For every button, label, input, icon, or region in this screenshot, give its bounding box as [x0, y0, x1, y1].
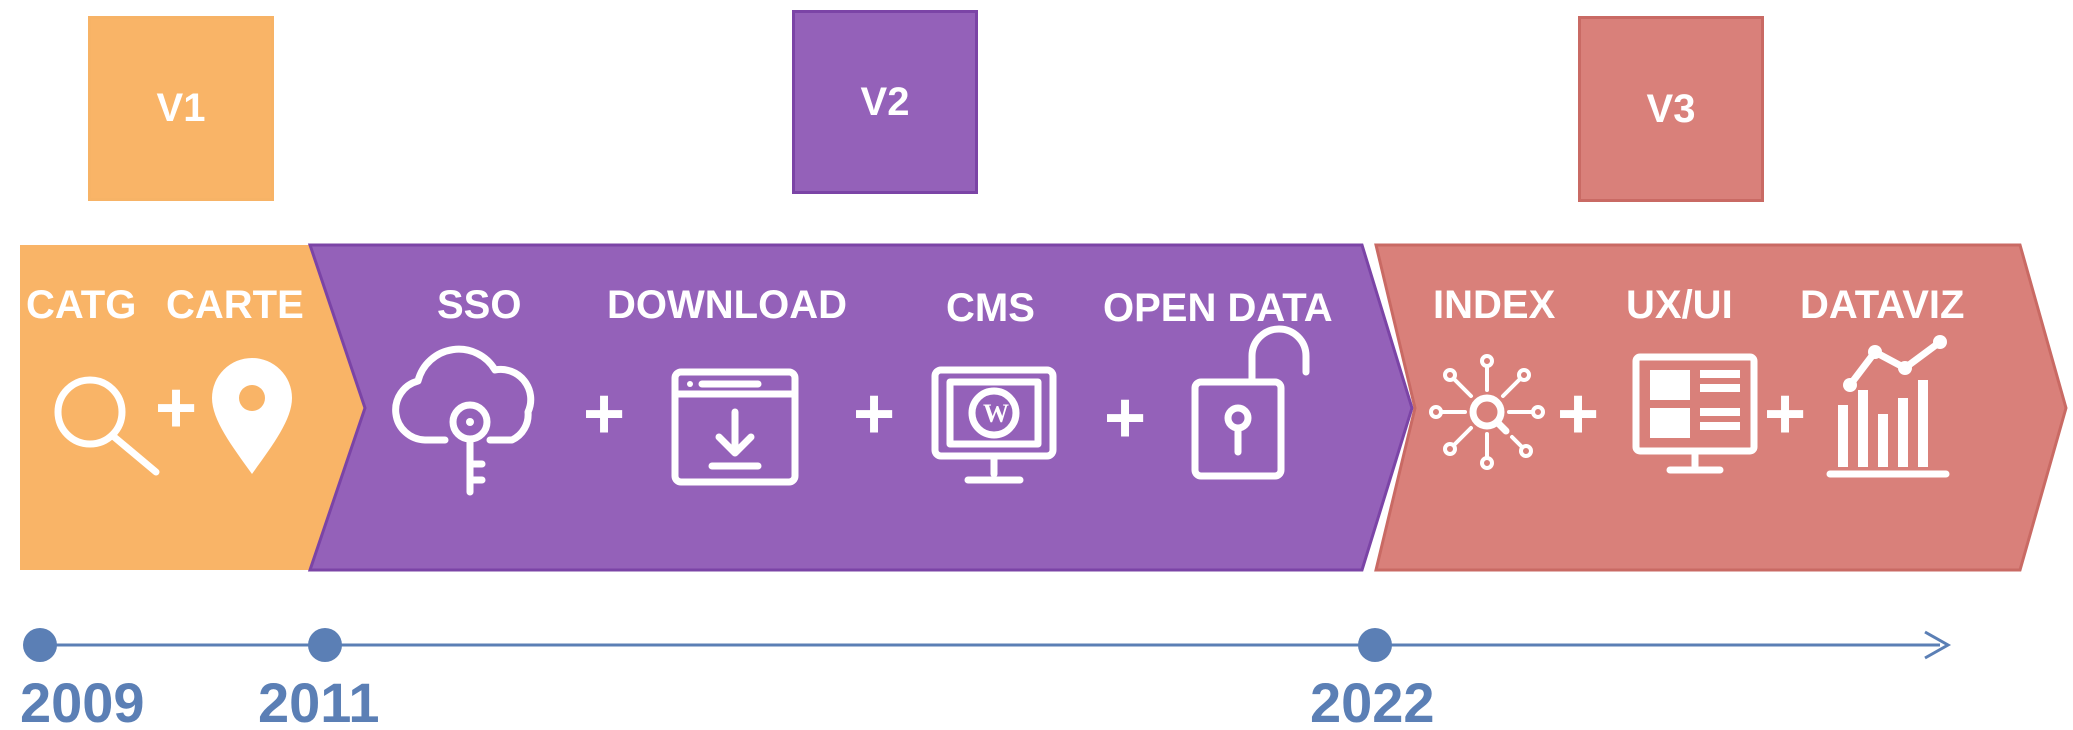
- plus-sign: +: [155, 368, 197, 448]
- version-box-v1: V1: [88, 16, 274, 201]
- segment-v2: [307, 243, 1414, 572]
- plus-sign: +: [1104, 378, 1146, 458]
- network-search-icon: [1429, 354, 1545, 470]
- version-label-v3: V3: [1646, 86, 1696, 131]
- year-label-2022: 2022: [1310, 671, 1435, 730]
- feature-label-dataviz: DATAVIZ: [1800, 283, 1964, 327]
- cloud-key-icon: [392, 345, 535, 496]
- timeline-arrowhead: [1924, 630, 1952, 660]
- dashboard-monitor-icon: [1632, 353, 1758, 474]
- year-label-2009: 2009: [20, 671, 145, 730]
- feature-label-ux-ui: UX/UI: [1626, 283, 1733, 327]
- feature-label-cms: CMS: [946, 286, 1035, 330]
- version-label-v2: V2: [860, 79, 910, 124]
- bar-chart-icon: [1826, 335, 1950, 478]
- feature-label-download: DOWNLOAD: [607, 283, 847, 327]
- download-window-icon: [671, 368, 799, 486]
- feature-label-index: INDEX: [1433, 283, 1556, 327]
- feature-label-carte: CARTE: [166, 283, 304, 327]
- version-box-v2: V2: [792, 10, 978, 194]
- plus-sign: +: [1557, 374, 1599, 454]
- feature-label-sso: SSO: [437, 283, 521, 327]
- version-label-v1: V1: [156, 86, 206, 130]
- version-box-v3: V3: [1578, 16, 1764, 202]
- timeline-marker-2011: [308, 628, 342, 662]
- unlocked-padlock-icon: [1191, 325, 1310, 480]
- year-label-2011: 2011: [258, 671, 380, 730]
- search-icon: [54, 376, 160, 476]
- svg-text:W: W: [983, 399, 1009, 428]
- feature-label-open-data: OPEN DATA: [1103, 286, 1333, 330]
- plus-sign: +: [583, 374, 625, 454]
- plus-sign: +: [1764, 374, 1806, 454]
- map-pin-icon: [212, 358, 292, 474]
- plus-sign: +: [853, 374, 895, 454]
- segment-v1: [20, 245, 365, 570]
- timeline-marker-2022: [1358, 628, 1392, 662]
- segment-v3: [1374, 243, 2068, 572]
- feature-label-catg: CATG: [26, 283, 136, 327]
- wordpress-monitor-icon: W: [931, 366, 1057, 484]
- timeline-marker-2009: [23, 628, 57, 662]
